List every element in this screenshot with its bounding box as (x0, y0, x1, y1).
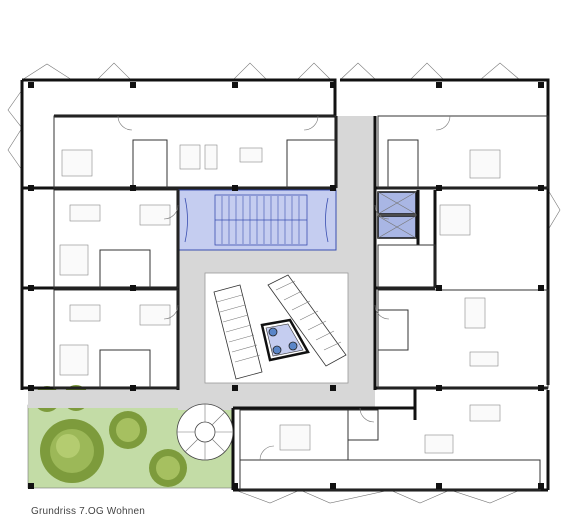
tree-icon (149, 449, 187, 487)
interior-walls (53, 115, 549, 491)
skylight-planter (260, 318, 310, 362)
courtyard-stair-left (213, 284, 263, 380)
door-swing-arc (117, 115, 451, 461)
stair-core (177, 189, 337, 251)
tree-icon (40, 419, 104, 483)
balcony-railing-right (547, 189, 561, 300)
balcony-railing-bottom (234, 489, 521, 504)
tree-icon (109, 411, 147, 449)
spiral-stair (176, 403, 234, 461)
balcony-railing-left (7, 89, 23, 171)
furniture (59, 144, 501, 454)
courtyard-stair-right (267, 274, 347, 367)
balcony-railing-top (21, 62, 521, 81)
column-square (28, 82, 544, 489)
elevator-shafts (377, 191, 417, 239)
plan-caption: Grundriss 7.OG Wohnen (31, 506, 146, 517)
